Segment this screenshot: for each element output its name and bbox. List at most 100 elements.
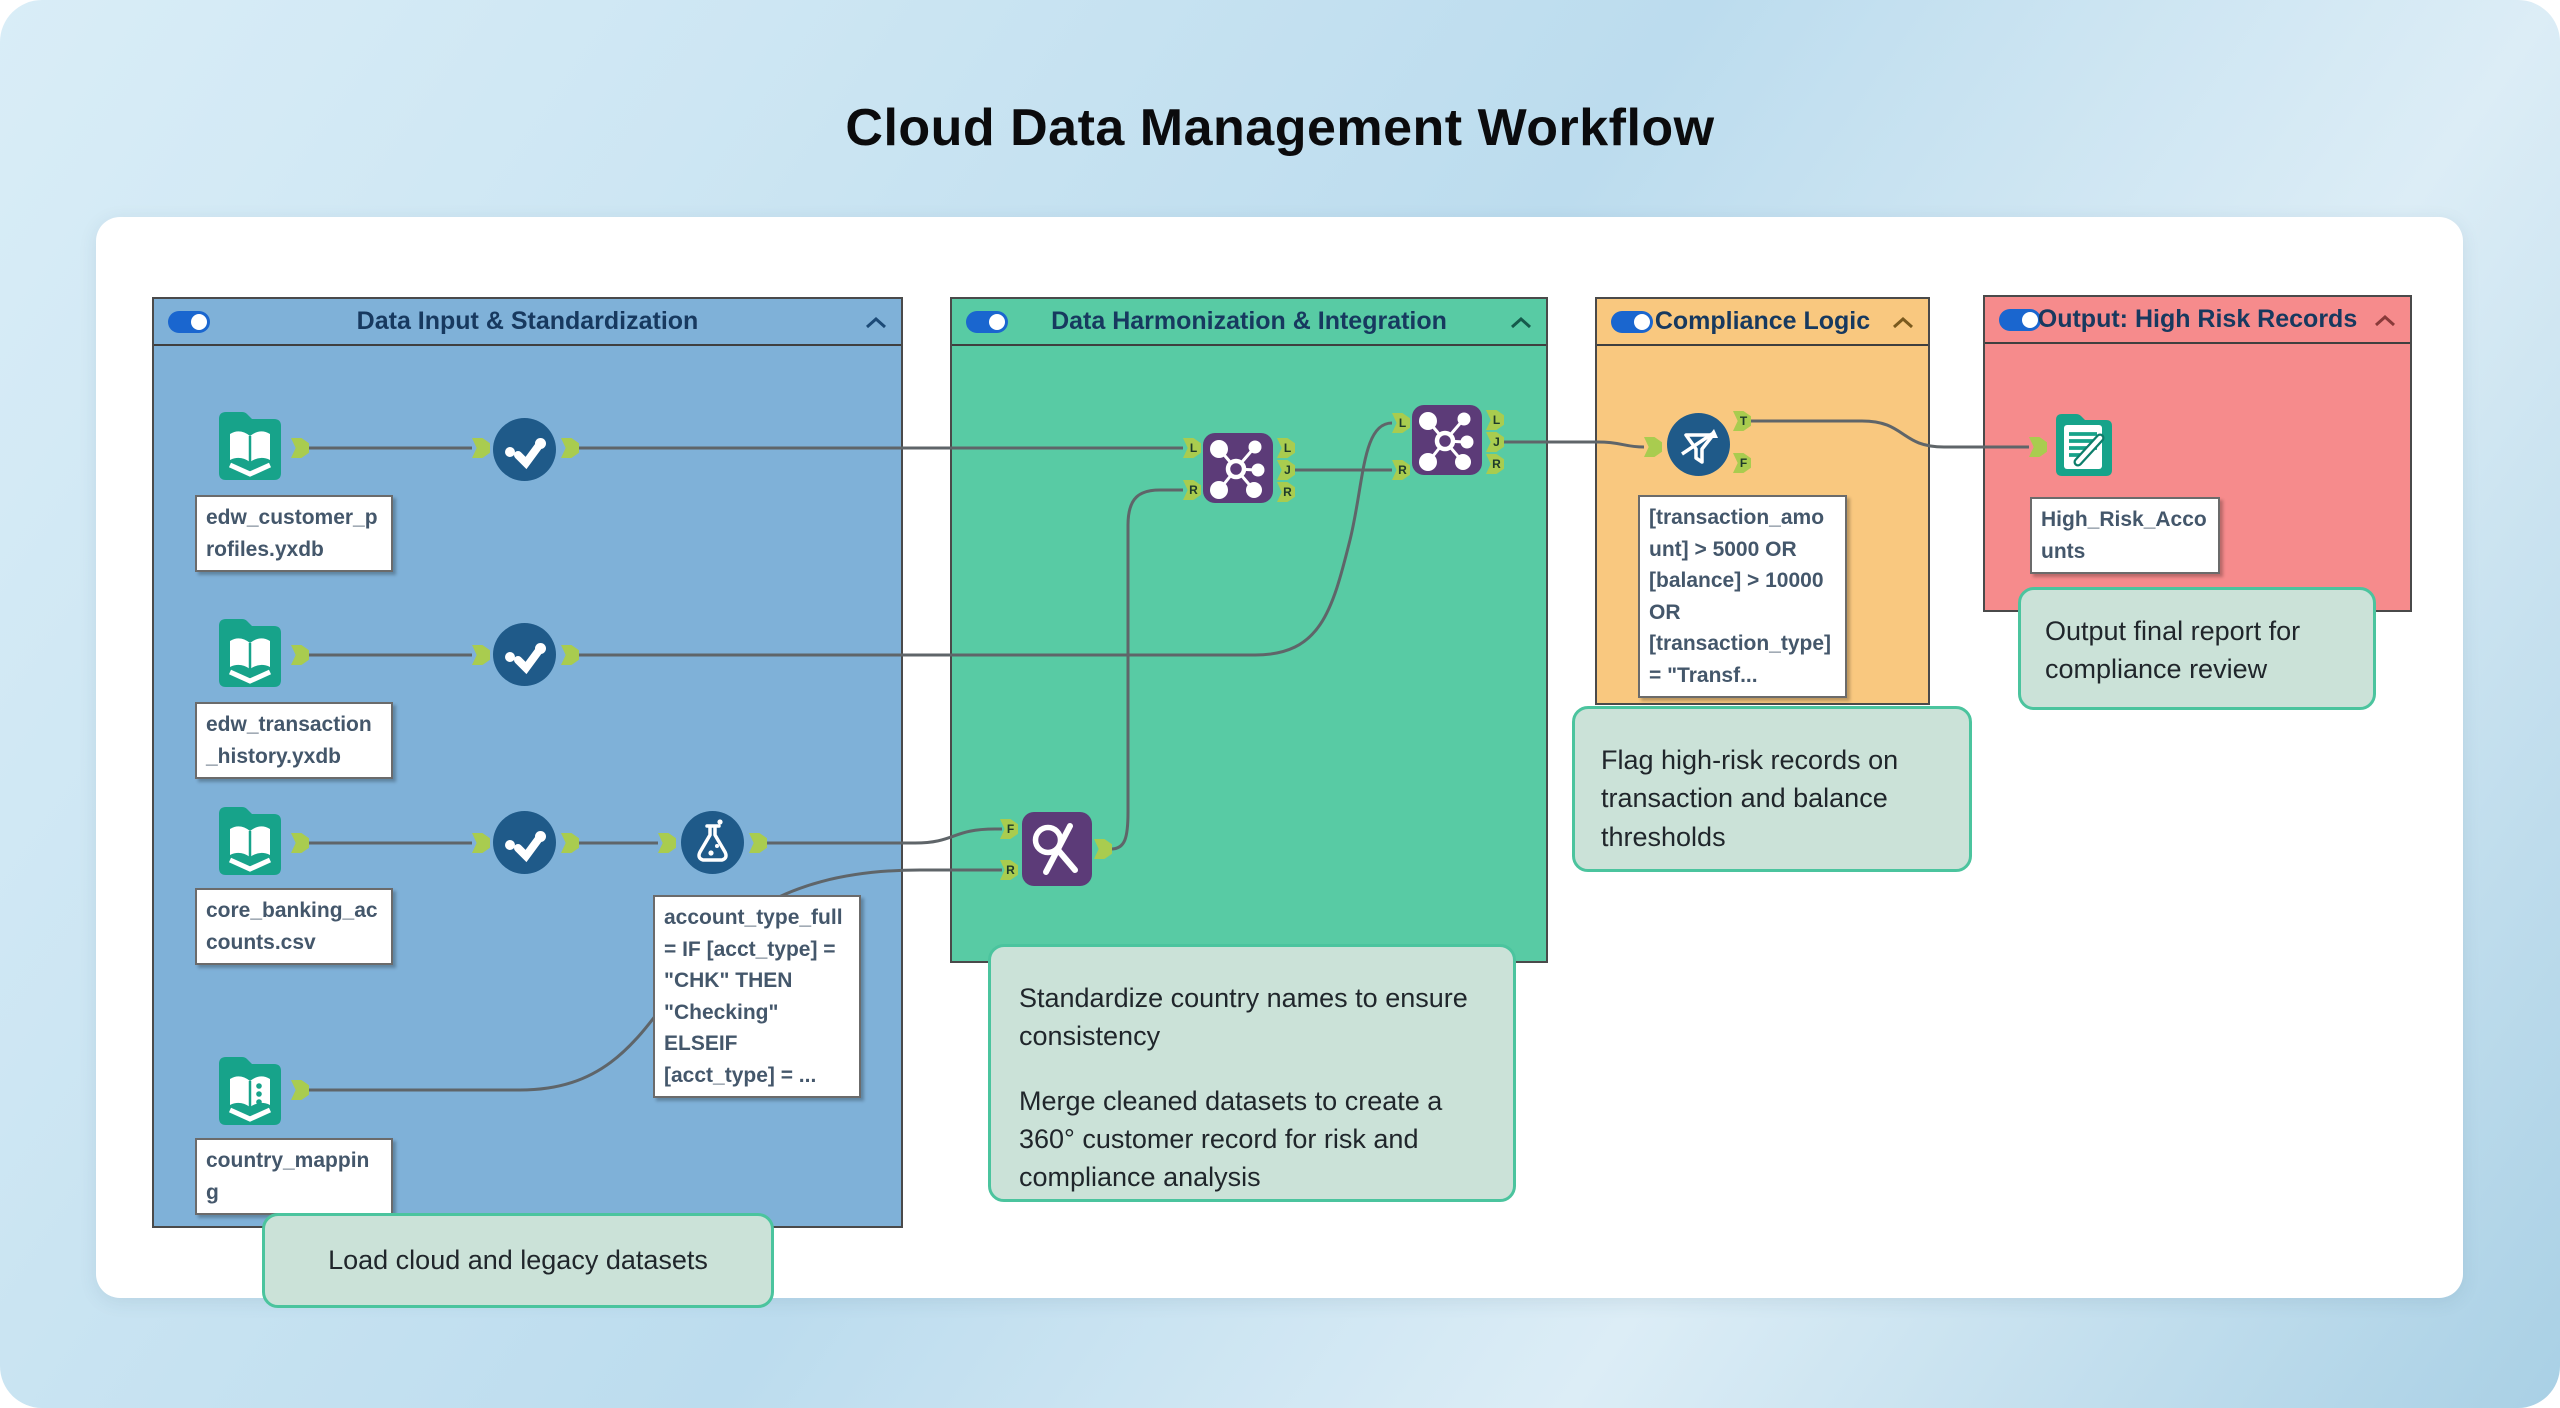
check-circle-icon <box>493 811 556 874</box>
container-title: Data Harmonization & Integration <box>1051 307 1447 335</box>
comment-box[interactable]: Load cloud and legacy datasets <box>262 1213 774 1308</box>
find-replace-icon <box>1022 812 1092 886</box>
find-replace-input-anchor[interactable]: R <box>1000 860 1018 880</box>
join-output-anchor[interactable]: L <box>1486 410 1504 430</box>
output-anchor[interactable] <box>561 438 579 458</box>
find-replace-input-anchor[interactable]: F <box>1000 819 1018 839</box>
toggle-knob <box>191 314 207 330</box>
output-data-tool[interactable] <box>2051 410 2117 487</box>
collapse-chevron-icon[interactable] <box>1892 317 1914 329</box>
tool-annotation[interactable]: High_Risk_Accounts <box>2030 497 2220 574</box>
input-anchor[interactable] <box>2029 437 2047 457</box>
input-data-icon <box>219 412 281 480</box>
connection-wire[interactable] <box>578 421 1393 657</box>
text-input-icon <box>219 1057 281 1125</box>
tool-annotation[interactable]: edw_transaction_history.yxdb <box>195 702 393 779</box>
join-input-anchor[interactable]: L <box>1183 438 1201 458</box>
data-check-tool[interactable] <box>492 622 557 692</box>
tool-annotation[interactable]: country_mapping <box>195 1138 393 1215</box>
collapse-chevron-icon[interactable] <box>865 317 887 329</box>
container-header[interactable]: Data Harmonization & Integration <box>952 299 1546 346</box>
tool-annotation[interactable]: account_type_full = IF [acct_type] = "CH… <box>653 895 861 1098</box>
filter-output-anchor[interactable]: F <box>1733 453 1751 473</box>
connection-wire[interactable] <box>1110 488 1183 851</box>
container-enable-toggle[interactable] <box>966 311 1008 333</box>
output-data-icon <box>2056 414 2112 476</box>
input-data-icon <box>219 807 281 875</box>
filter-output-anchor[interactable]: T <box>1733 411 1751 431</box>
join-tool[interactable] <box>1203 433 1273 508</box>
tool-annotation[interactable]: core_banking_accounts.csv <box>195 888 393 965</box>
container-enable-toggle[interactable] <box>168 311 210 333</box>
comment-spacer <box>1019 1056 1485 1082</box>
input-anchor[interactable] <box>472 833 490 853</box>
container-header[interactable]: Data Input & Standardization <box>154 299 901 346</box>
find-replace-tool[interactable] <box>1022 812 1092 891</box>
join-tool[interactable] <box>1412 405 1482 480</box>
output-anchor[interactable] <box>291 1080 309 1100</box>
comment-text: Load cloud and legacy datasets <box>328 1245 708 1276</box>
container-title: Output: High Risk Records <box>2037 305 2358 333</box>
connection-wire[interactable] <box>766 827 1002 845</box>
input-data-tool[interactable] <box>213 803 287 886</box>
collapse-chevron-icon[interactable] <box>2374 315 2396 327</box>
connection-wire[interactable] <box>297 868 1002 1092</box>
join-input-anchor[interactable]: L <box>1392 413 1410 433</box>
toggle-knob <box>989 314 1005 330</box>
collapse-chevron-icon[interactable] <box>1510 317 1532 329</box>
flask-icon <box>681 811 744 874</box>
data-check-tool[interactable] <box>492 810 557 880</box>
container-header[interactable]: Compliance Logic <box>1597 299 1928 346</box>
tool-annotation[interactable]: [transaction_amount] > 5000 OR [balance]… <box>1638 495 1847 698</box>
output-anchor[interactable] <box>749 833 767 853</box>
output-anchor[interactable] <box>561 645 579 665</box>
page-title: Cloud Data Management Workflow <box>845 99 1715 157</box>
connection-wire[interactable] <box>1750 419 2029 449</box>
tool-annotation[interactable]: edw_customer_profiles.yxdb <box>195 495 393 572</box>
comment-text: Flag high-risk records on transaction an… <box>1601 745 1899 852</box>
comment-box[interactable]: Standardize country names to ensure cons… <box>988 944 1516 1202</box>
toggle-knob <box>1634 314 1650 330</box>
filter-funnel-icon <box>1667 413 1730 476</box>
comment-text: Output final report for compliance revie… <box>2045 616 2301 685</box>
check-circle-icon <box>493 418 556 481</box>
input-anchor[interactable] <box>1644 437 1662 457</box>
output-anchor[interactable] <box>291 438 309 458</box>
output-anchor[interactable] <box>291 833 309 853</box>
connection-wire[interactable] <box>1503 440 1645 449</box>
join-input-anchor[interactable]: R <box>1183 480 1201 500</box>
check-circle-icon <box>493 623 556 686</box>
container-enable-toggle[interactable] <box>1611 311 1653 333</box>
join-molecule-icon <box>1203 433 1273 503</box>
text-input-tool[interactable] <box>213 1053 287 1136</box>
comment-box[interactable]: Output final report for compliance revie… <box>2018 587 2376 710</box>
container-title: Compliance Logic <box>1654 307 1871 335</box>
join-input-anchor[interactable]: R <box>1392 460 1410 480</box>
container-header[interactable]: Output: High Risk Records <box>1985 297 2410 344</box>
comment-box[interactable]: Flag high-risk records on transaction an… <box>1572 706 1972 872</box>
join-output-anchor[interactable]: R <box>1277 482 1295 502</box>
formula-tool[interactable] <box>680 810 745 880</box>
input-anchor[interactable] <box>472 438 490 458</box>
input-anchor[interactable] <box>472 645 490 665</box>
input-data-icon <box>219 619 281 687</box>
data-check-tool[interactable] <box>492 417 557 487</box>
input-data-tool[interactable] <box>213 615 287 698</box>
join-output-anchor[interactable]: J <box>1277 460 1295 480</box>
join-output-anchor[interactable]: R <box>1486 454 1504 474</box>
join-output-anchor[interactable]: J <box>1486 432 1504 452</box>
input-anchor[interactable] <box>658 833 676 853</box>
output-anchor[interactable] <box>561 833 579 853</box>
output-anchor[interactable] <box>291 645 309 665</box>
join-molecule-icon <box>1412 405 1482 475</box>
filter-tool[interactable] <box>1666 412 1731 482</box>
input-data-tool[interactable] <box>213 408 287 491</box>
comment-text: Merge cleaned datasets to create a 360° … <box>1019 1085 1443 1193</box>
output-anchor[interactable] <box>1094 839 1112 859</box>
container-title: Data Input & Standardization <box>356 307 699 335</box>
container-enable-toggle[interactable] <box>1999 309 2041 331</box>
toggle-knob <box>2022 312 2038 328</box>
join-output-anchor[interactable]: L <box>1277 438 1295 458</box>
